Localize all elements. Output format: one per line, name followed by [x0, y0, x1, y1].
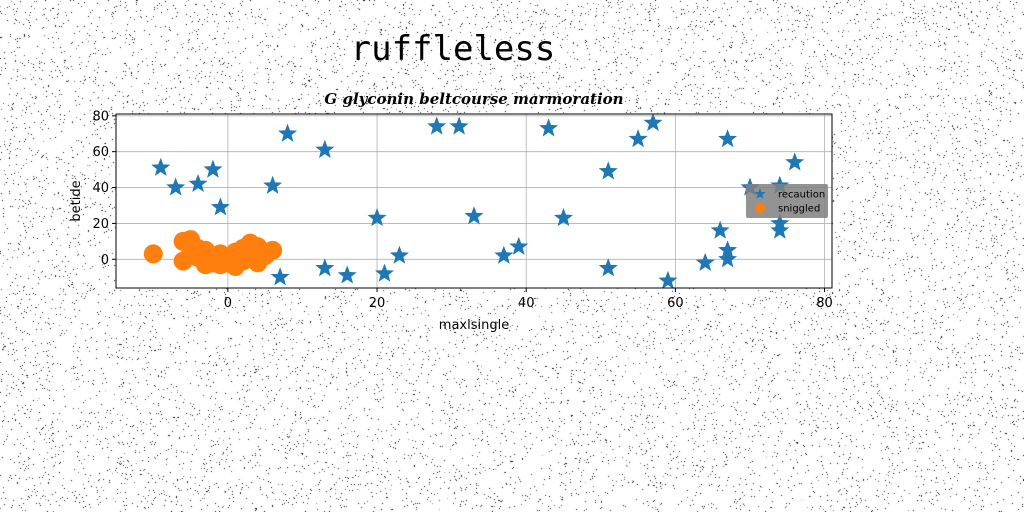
chart-title: G glyconin beltcourse marmoration: [324, 90, 623, 108]
data-point-recaution: [494, 245, 514, 264]
y-tick-label: 60: [92, 145, 109, 160]
legend-label-recaution: recaution: [778, 190, 825, 201]
data-point-recaution: [464, 206, 484, 225]
y-tick-label: 0: [101, 253, 109, 268]
data-point-recaution: [374, 263, 395, 282]
legend: recaution sniggled: [746, 184, 828, 218]
y-axis-label: betide: [69, 180, 84, 221]
y-tick-label: 20: [92, 217, 109, 232]
x-tick-label: 20: [369, 296, 386, 311]
data-point-recaution: [598, 161, 618, 180]
data-point-recaution: [389, 245, 409, 264]
data-point-recaution: [315, 139, 335, 158]
x-tick-label: 40: [518, 296, 535, 311]
data-point-recaution: [367, 208, 387, 227]
data-point-recaution: [718, 129, 738, 148]
data-point-recaution: [337, 265, 357, 284]
legend-label-sniggled: sniggled: [778, 204, 820, 215]
data-point-sniggled: [233, 244, 253, 264]
figure-title: ruffleless: [351, 29, 556, 69]
y-tick-label: 40: [92, 181, 109, 196]
axis-ticks: 0 20 40 60 80 0 20 40 60 80: [92, 109, 832, 311]
data-point-recaution: [203, 159, 223, 178]
y-tick-label: 80: [92, 109, 109, 124]
data-point-recaution: [785, 152, 805, 171]
data-point-recaution: [427, 116, 447, 135]
data-point-recaution: [278, 123, 298, 142]
x-axis-label: maxisingle: [439, 318, 509, 333]
legend-box: [746, 184, 828, 218]
plot-frame: [115, 113, 833, 289]
data-point-sniggled: [263, 240, 283, 260]
data-point-recaution: [315, 258, 335, 277]
data-point-recaution: [449, 116, 469, 135]
data-point-recaution: [643, 112, 663, 132]
data-point-recaution: [628, 129, 648, 148]
data-point-recaution: [263, 175, 283, 194]
data-point-recaution: [210, 197, 230, 216]
legend-marker-recaution: [754, 188, 766, 199]
data-point-recaution: [658, 270, 678, 289]
data-point-recaution: [695, 252, 715, 271]
x-tick-label: 0: [224, 296, 232, 311]
data-point-recaution: [270, 267, 290, 286]
data-point-recaution: [151, 157, 171, 176]
data-point-recaution: [166, 177, 186, 196]
data-point-recaution: [710, 220, 730, 239]
data-point-sniggled: [143, 244, 163, 264]
series-layer: [143, 112, 805, 289]
x-tick-label: 60: [667, 296, 684, 311]
x-tick-label: 80: [816, 296, 833, 311]
legend-marker-sniggled: [755, 203, 765, 213]
data-point-recaution: [188, 173, 208, 193]
data-point-sniggled: [210, 244, 230, 264]
data-point-recaution: [553, 208, 574, 227]
data-point-recaution: [539, 118, 559, 137]
data-point-recaution: [509, 236, 529, 255]
data-point-recaution: [770, 220, 790, 239]
data-point-recaution: [598, 258, 618, 277]
data-point-recaution: [718, 249, 738, 268]
